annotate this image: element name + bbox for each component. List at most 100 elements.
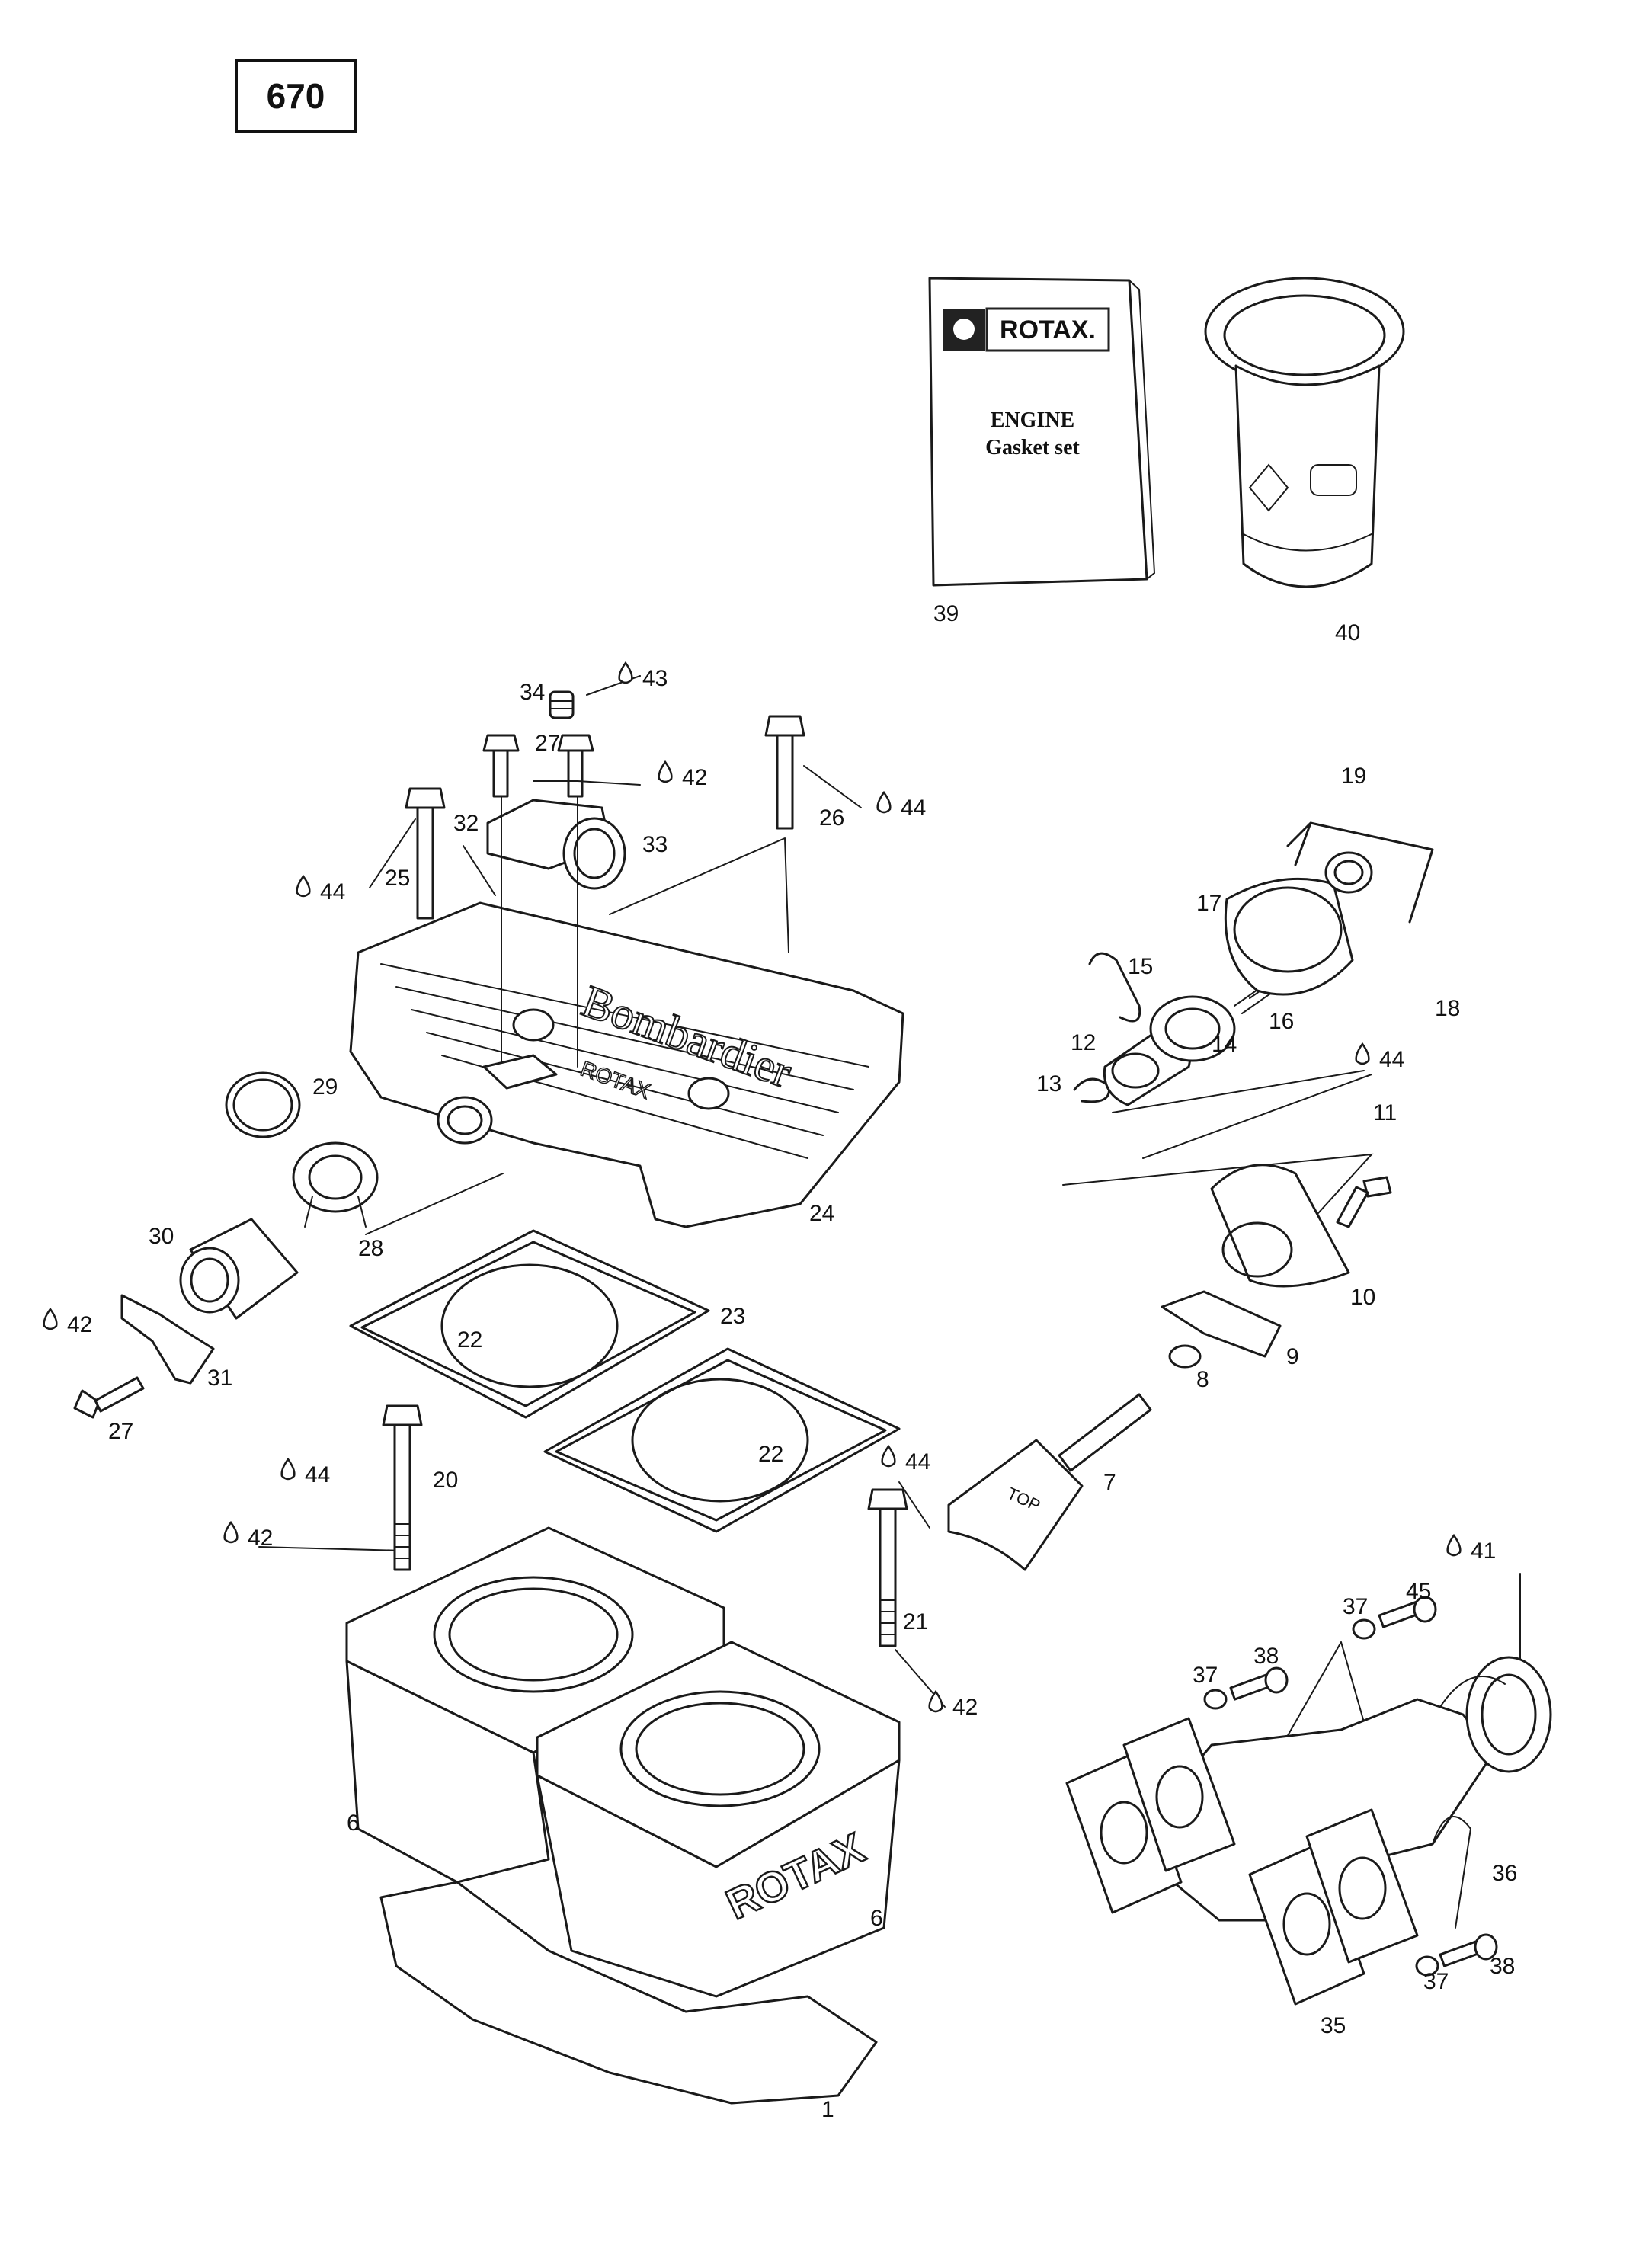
callout-c15: 15 [1128,954,1153,979]
callout-c9: 9 [1286,1344,1299,1369]
callout-number: 27 [535,731,560,756]
washer-8 [1168,1344,1202,1369]
callout-number: 6 [870,1906,883,1931]
callout-number: 1 [821,2097,834,2122]
washer-37c [1415,1955,1439,1977]
head-gasket-23b [543,1347,901,1533]
nut-18 [1324,851,1373,894]
callout-c37c: 37 [1423,1969,1449,1994]
callout-number: 39 [933,601,959,626]
callout-c27b: 27 [108,1419,133,1444]
callout-c43: 43 [618,661,668,691]
callout-number: 31 [207,1366,232,1391]
booklet-brand: ROTAX. [1000,315,1096,344]
callout-c11: 11 [1373,1100,1397,1125]
callout-c6a: 6 [347,1811,360,1836]
callout-number: 15 [1128,954,1153,979]
callout-c21: 21 [903,1609,928,1634]
callout-number: 38 [1253,1644,1279,1669]
callout-c25: 25 [385,866,410,891]
callout-c17: 17 [1196,891,1221,916]
callout-number: 37 [1193,1663,1218,1688]
bracket-31 [120,1294,215,1385]
callout-number: 42 [952,1695,978,1720]
callout-number: 25 [385,866,410,891]
callout-c29: 29 [312,1074,338,1100]
lubricant-drop-icon [1355,1042,1370,1065]
callout-number: 18 [1435,996,1460,1021]
callout-number: 11 [1373,1100,1397,1125]
bolt-11 [1336,1176,1392,1228]
callout-number: 16 [1269,1009,1294,1034]
callout-c39: 39 [933,601,959,626]
callout-c23: 23 [720,1304,745,1329]
callout-c42d: 42 [928,1689,978,1720]
callout-c1: 1 [821,2097,834,2122]
lubricant-drop-icon [881,1444,896,1468]
booklet-line1: ENGINE [991,408,1074,432]
callout-number: 43 [642,666,668,691]
callout-c44c: 44 [1355,1042,1404,1072]
callout-c8: 8 [1196,1367,1209,1392]
callout-number: 44 [905,1449,930,1474]
lubricant-drop-icon [1446,1533,1462,1557]
callout-number: 22 [457,1327,482,1353]
washer-37b [1203,1689,1228,1710]
callout-number: 30 [149,1224,174,1249]
callout-c45: 45 [1406,1579,1431,1604]
callout-number: 6 [347,1811,360,1836]
callout-number: 44 [1379,1047,1404,1072]
callout-number: 41 [1471,1538,1496,1564]
cylinder-6b: ROTAX [536,1641,901,1998]
callout-c42b: 42 [43,1307,92,1337]
callout-number: 34 [520,680,545,705]
callout-c22a: 22 [457,1327,482,1353]
leader-lines [258,675,1521,1830]
callout-number: 37 [1343,1594,1368,1619]
diagram-number: 670 [266,76,325,116]
callout-c18: 18 [1435,996,1460,1021]
base-gasket-1 [379,1881,878,2105]
callout-number: 7 [1103,1470,1116,1495]
carrier-7: TOP [947,1393,1152,1571]
callout-c44d: 44 [280,1457,330,1487]
bolt-27b [557,734,594,798]
callout-number: 28 [358,1236,383,1261]
callout-number: 20 [433,1468,458,1493]
callout-c44e: 44 [881,1444,930,1474]
lubricant-drop-icon [658,760,673,783]
callout-number: 37 [1423,1969,1449,1994]
bolt-27c [73,1376,145,1419]
callout-c16: 16 [1269,1009,1294,1034]
bolt-27a [482,734,520,798]
clip-13 [1073,1077,1111,1103]
washer-37a [1352,1618,1376,1640]
callout-c42a: 42 [658,760,707,790]
bolt-26 [764,715,805,830]
gasket-set-booklet: ROTAX. ENGINE Gasket set [928,277,1156,587]
callout-c42c: 42 [223,1520,273,1551]
callout-number: 27 [108,1419,133,1444]
callout-c35: 35 [1321,2013,1346,2038]
callout-number: 36 [1492,1861,1517,1886]
callout-c38a: 38 [1253,1644,1279,1669]
callout-c27a: 27 [535,731,560,756]
callout-number: 35 [1321,2013,1346,2038]
plug-34 [549,690,575,719]
callout-number: 24 [809,1201,834,1226]
cylinder-sleeve [1204,277,1405,588]
callout-c14: 14 [1212,1032,1237,1057]
cylinder-head-24: Bombardier ROTAX [349,901,904,1228]
callout-c34: 34 [520,680,545,705]
callout-c19: 19 [1341,764,1366,789]
callout-c40: 40 [1335,620,1360,645]
callout-c12: 12 [1071,1030,1096,1055]
o-ring-29 [225,1071,301,1138]
lubricant-drop-icon [223,1520,239,1544]
diaphragm-14 [1149,995,1236,1062]
callout-number: 8 [1196,1367,1209,1392]
callout-number: 42 [248,1526,273,1551]
wire-15 [1088,952,1141,1023]
callout-number: 22 [758,1442,783,1467]
